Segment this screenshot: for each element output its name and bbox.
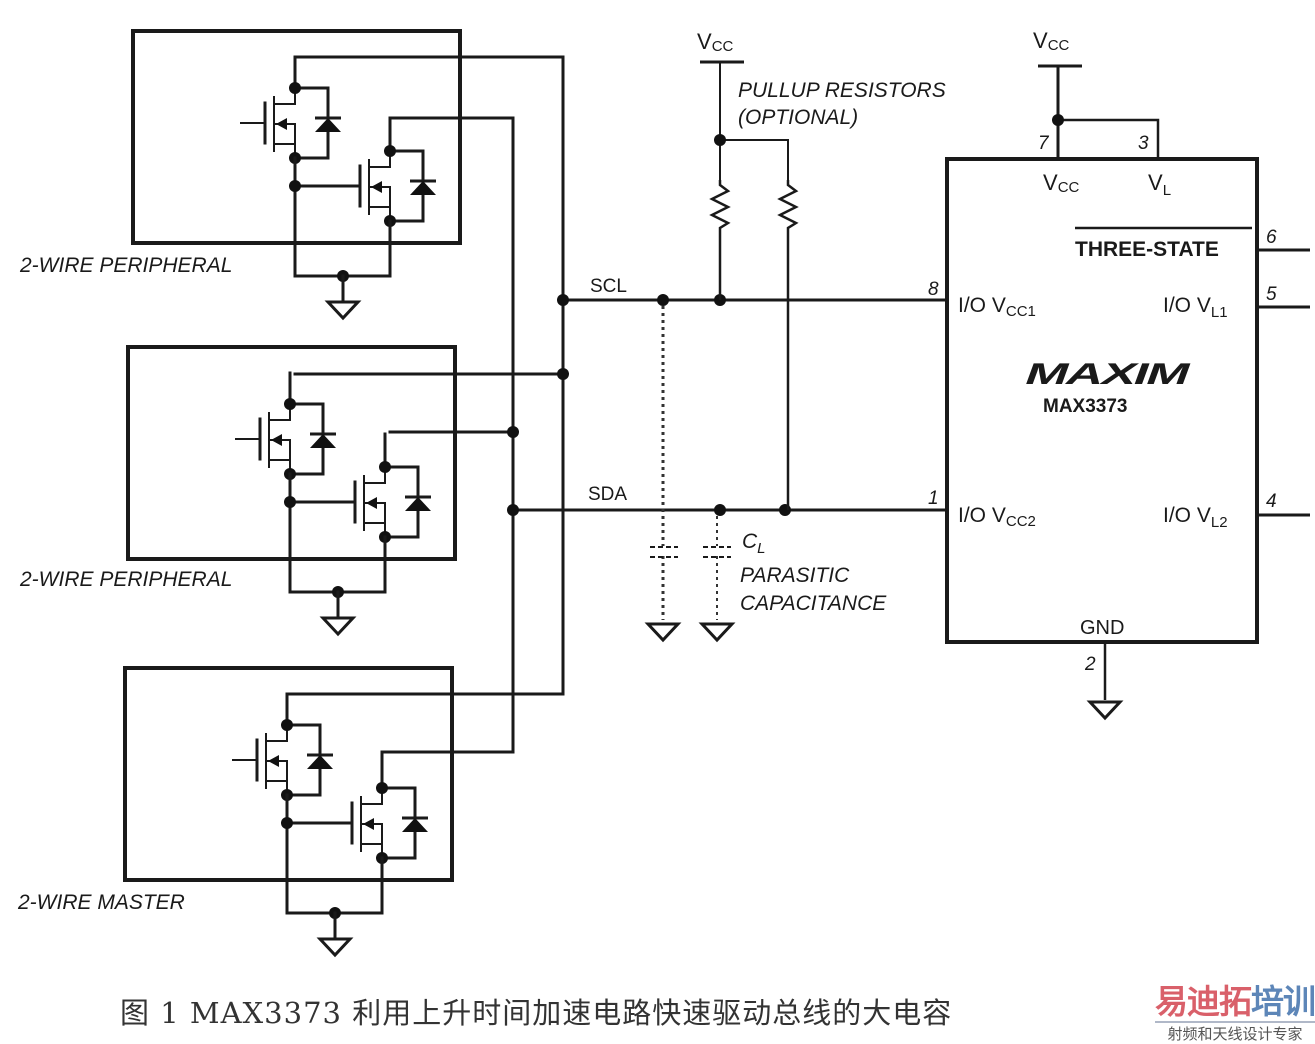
- mosfet-icon: [327, 788, 383, 858]
- pin-io-vl2-name: I/O VL2: [1163, 504, 1228, 531]
- scl-label: SCL: [590, 276, 627, 297]
- junction-dot: [281, 817, 293, 829]
- pin-vl-name: VL: [1148, 170, 1171, 199]
- junction-dot: [284, 496, 296, 508]
- pin-2-number: 2: [1084, 654, 1096, 675]
- pin-4-number: 4: [1266, 491, 1277, 512]
- pin-6-number: 6: [1266, 227, 1277, 248]
- junction-dot: [657, 294, 669, 306]
- pin-1-number: 1: [928, 488, 939, 509]
- junction-dot: [507, 426, 519, 438]
- pin-3-number: 3: [1138, 133, 1149, 154]
- mosfet-icon: [330, 467, 386, 537]
- diode-icon: [287, 723, 333, 797]
- pullup-label-line2: (OPTIONAL): [738, 106, 858, 129]
- mosfet-icon: [335, 151, 391, 221]
- chip-vcc-supply-label: VCC: [1033, 28, 1070, 54]
- junction-dot: [289, 82, 301, 94]
- pin-7-number: 7: [1038, 133, 1050, 154]
- figure-caption: 图 1 MAX3373 利用上升时间加速电路快速驱动总线的大电容: [120, 996, 953, 1030]
- junction-dot: [714, 134, 726, 146]
- diode-icon: [385, 465, 431, 539]
- pin-three-state-name: THREE-STATE: [1075, 238, 1219, 261]
- junction-dot: [714, 504, 726, 516]
- parasitic-capacitors: [644, 306, 736, 643]
- junction-dot: [284, 398, 296, 410]
- mosfet-icon: [235, 404, 291, 474]
- parasitic-label-line2: CAPACITANCE: [740, 592, 887, 615]
- watermark-subtitle: 射频和天线设计专家: [1155, 1021, 1315, 1044]
- pullup-vcc-label: VCC: [697, 29, 734, 55]
- pin-io-vcc2-name: I/O VCC2: [958, 504, 1036, 530]
- junction-dot: [557, 294, 569, 306]
- pin-io-vl1-name: I/O VL1: [1163, 294, 1228, 321]
- device-block-peripheral-1: [131, 29, 462, 321]
- block-label-master: 2-WIRE MASTER: [17, 891, 185, 914]
- max3373-chip: MAXIM: [945, 64, 1310, 721]
- pin-5-number: 5: [1266, 284, 1277, 305]
- pin-gnd-name: GND: [1080, 617, 1124, 639]
- junction-dot: [289, 180, 301, 192]
- pin-vcc-name: VCC: [1043, 170, 1080, 196]
- diode-icon: [290, 402, 336, 476]
- ground-icon: [644, 622, 682, 643]
- sda-label: SDA: [588, 484, 627, 505]
- junction-dot: [557, 368, 569, 380]
- mosfet-icon: [232, 725, 288, 795]
- block-label-peripheral-2: 2-WIRE PERIPHERAL: [19, 568, 232, 591]
- maxim-logo: MAXIM: [1020, 357, 1194, 391]
- resistor-symbol: [709, 180, 731, 300]
- ground-icon: [316, 937, 354, 958]
- diode-icon: [295, 86, 341, 160]
- ground-icon: [698, 622, 736, 643]
- ground-icon: [324, 300, 362, 321]
- ground-icon: [1086, 700, 1124, 721]
- pullup-resistors: [700, 60, 799, 510]
- junction-dot: [379, 461, 391, 473]
- junction-dot: [507, 504, 519, 516]
- mosfet-icon: [240, 88, 296, 158]
- diode-icon: [382, 786, 428, 860]
- scl-bus: [293, 55, 947, 696]
- device-block-peripheral-2: [126, 345, 457, 637]
- junction-dot: [376, 782, 388, 794]
- pullup-label-line1: PULLUP RESISTORS: [738, 79, 946, 102]
- ground-icon: [319, 616, 357, 637]
- device-block-master: [123, 666, 454, 958]
- chip-part-number: MAX3373: [1043, 396, 1128, 417]
- diode-icon: [390, 149, 436, 223]
- pin-8-number: 8: [928, 279, 939, 300]
- cl-label: CL: [742, 530, 766, 557]
- watermark-title-b: 培训: [1251, 982, 1315, 1021]
- junction-dot: [281, 719, 293, 731]
- sda-bus: [388, 116, 947, 754]
- parasitic-label-line1: PARASITIC: [740, 564, 850, 587]
- watermark-title-a: 易迪拓: [1155, 982, 1252, 1021]
- svg-text:MAXIM: MAXIM: [1020, 357, 1194, 391]
- junction-dot: [384, 145, 396, 157]
- device-blocks: [123, 29, 565, 958]
- block-label-peripheral-1: 2-WIRE PERIPHERAL: [19, 254, 232, 277]
- pin-io-vcc1-name: I/O VCC1: [958, 294, 1036, 320]
- watermark-logo: 易迪拓培训 射频和天线设计专家: [1155, 985, 1315, 1044]
- resistor-symbol: [777, 180, 799, 510]
- junction-dot: [1052, 114, 1064, 126]
